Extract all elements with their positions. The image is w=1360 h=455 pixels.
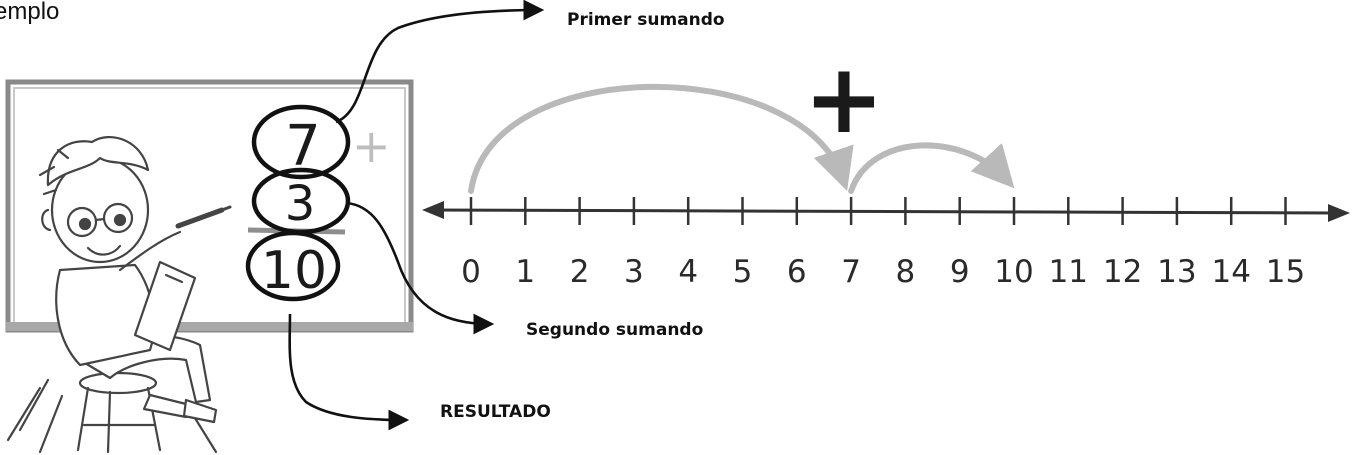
first-addend-connector [335, 0, 545, 124]
tick-label-15: 15 [1266, 254, 1305, 290]
tick-label-5: 5 [733, 254, 753, 290]
jump-arc-0-to-7 [468, 83, 854, 194]
tick-label-7: 7 [841, 254, 861, 290]
tick-label-3: 3 [624, 254, 644, 290]
tick-label-9: 9 [950, 254, 970, 290]
second-addend-connector [345, 201, 495, 335]
heading-text: emplo [0, 0, 60, 25]
tick-label-14: 14 [1211, 254, 1250, 290]
tick-label-8: 8 [896, 254, 916, 290]
jump-arc-7-to-10 [848, 142, 1015, 194]
number-line-ticks [469, 197, 1287, 225]
result-connector [288, 313, 410, 431]
tick-label-1: 1 [515, 254, 535, 290]
number-ovals [245, 104, 351, 302]
tick-label-10: 10 [994, 254, 1033, 290]
second-addend-number: 3 [285, 176, 316, 232]
result-number: 10 [261, 241, 327, 301]
first-addend-number: 7 [285, 114, 321, 179]
tick-label-11: 11 [1049, 254, 1088, 290]
tick-label-4: 4 [678, 254, 698, 290]
number-line-right-arrow [1328, 204, 1350, 222]
board-plus-sign: + [352, 119, 391, 173]
number-line-jumps [468, 83, 1015, 194]
result-oval [245, 230, 341, 302]
teacher-illustration [6, 135, 232, 454]
first-addend-label: Primer sumando [567, 10, 725, 30]
number-line-axis [429, 208, 1339, 215]
result-label: RESULTADO [440, 402, 551, 422]
first-addend-oval [251, 104, 351, 180]
number-line-left-arrow [422, 201, 444, 219]
tick-label-0: 0 [461, 254, 481, 290]
tick-label-13: 13 [1157, 254, 1196, 290]
whiteboard-tray [6, 322, 413, 331]
tick-label-12: 12 [1103, 254, 1142, 290]
second-addend-label: Segundo sumando [526, 320, 704, 340]
tick-label-2: 2 [570, 254, 590, 290]
tick-label-6: 6 [787, 254, 807, 290]
